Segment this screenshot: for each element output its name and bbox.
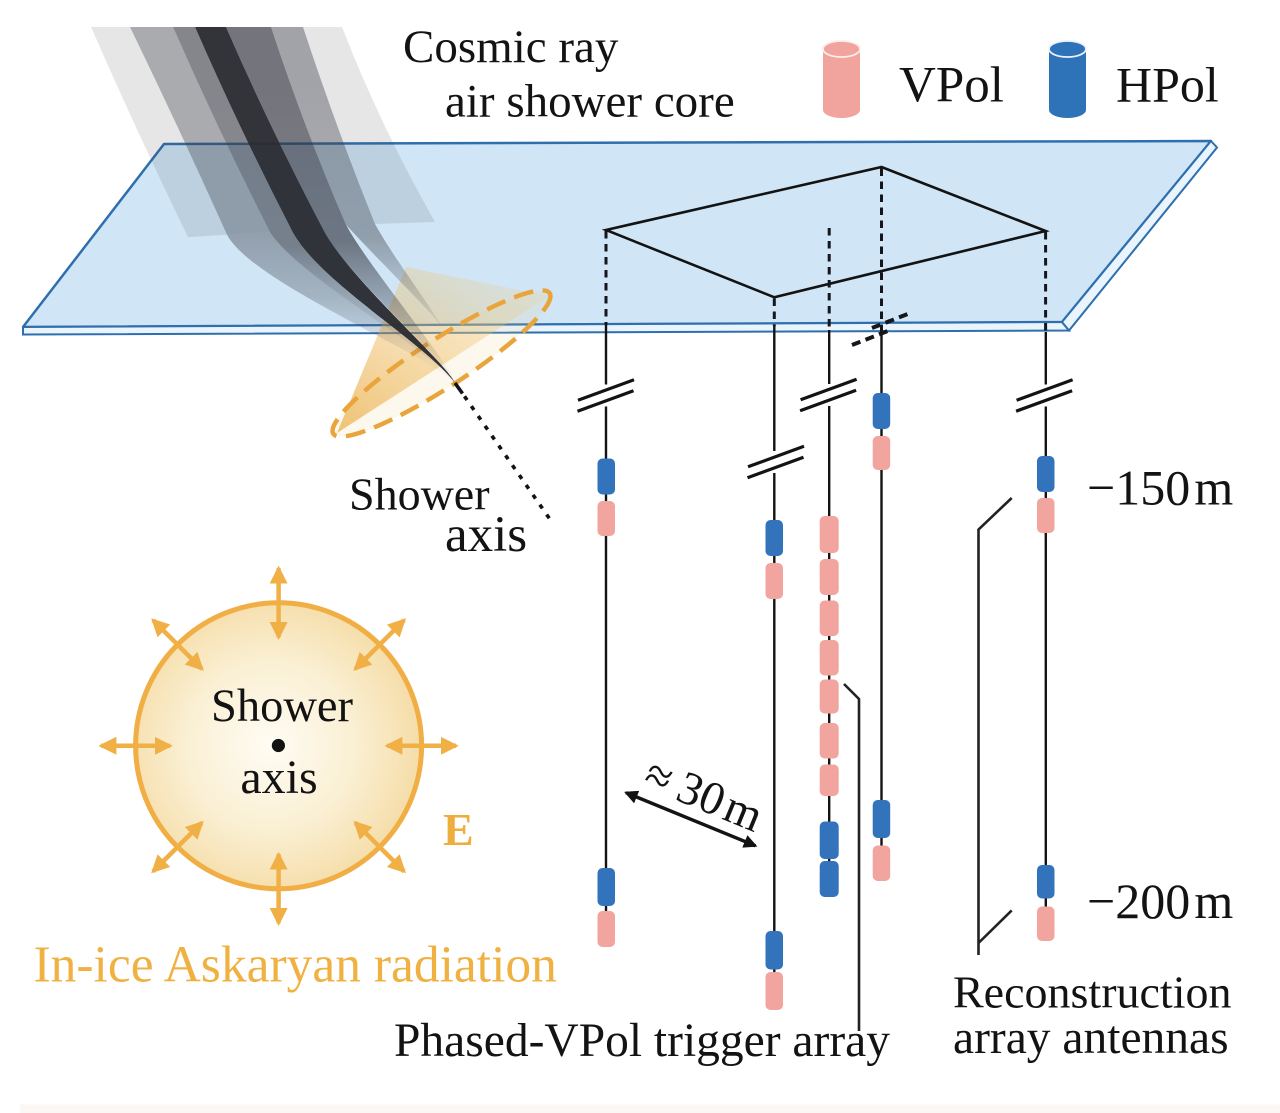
svg-text:axis: axis — [240, 751, 317, 804]
svg-text:air shower core: air shower core — [445, 76, 735, 128]
svg-text:−150 m: −150 m — [1087, 460, 1233, 516]
svg-text:−200 m: −200 m — [1087, 873, 1233, 929]
svg-text:array antennas: array antennas — [953, 1012, 1229, 1064]
svg-text:≈ 30 m: ≈ 30 m — [637, 748, 770, 843]
svg-text:Shower: Shower — [211, 681, 354, 732]
svg-text:In-ice Askaryan radiation: In-ice Askaryan radiation — [34, 937, 557, 994]
svg-text:Cosmic ray: Cosmic ray — [403, 21, 619, 73]
svg-text:axis: axis — [445, 507, 527, 563]
svg-text:E: E — [443, 804, 474, 855]
svg-text:HPol: HPol — [1116, 57, 1219, 113]
svg-text:VPol: VPol — [899, 58, 1004, 114]
svg-text:Reconstruction: Reconstruction — [953, 967, 1232, 1018]
svg-text:Shower: Shower — [349, 469, 490, 520]
svg-text:Phased-VPol trigger array: Phased-VPol trigger array — [394, 1015, 890, 1067]
